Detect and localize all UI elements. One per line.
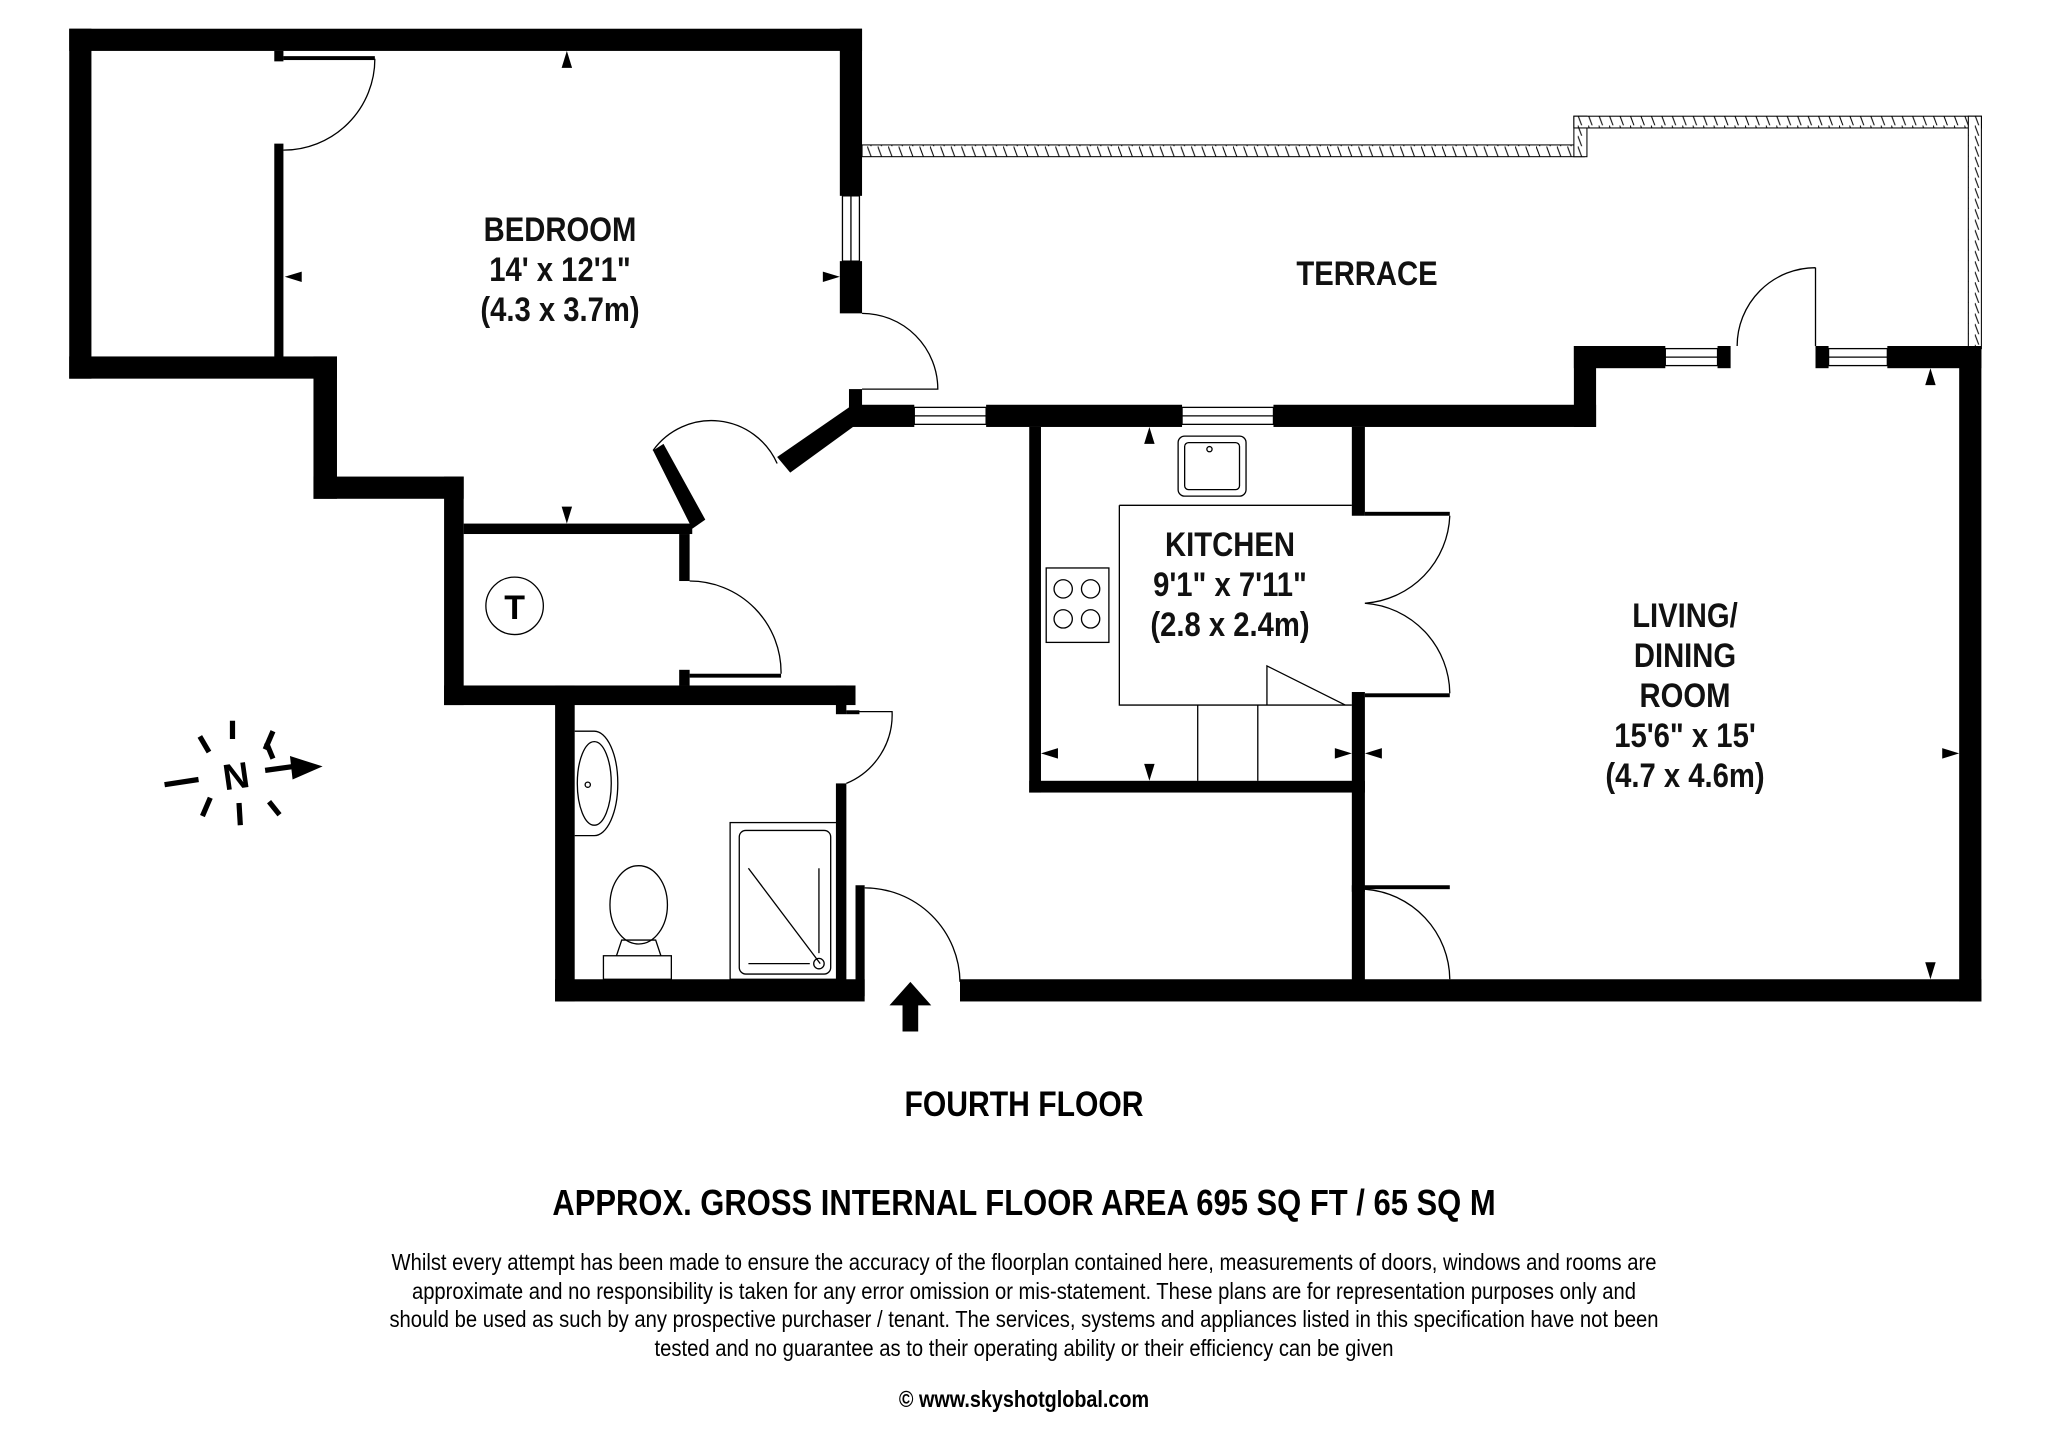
room-label-terrace: TERRACE <box>1255 254 1479 294</box>
room-label-kitchen: KITCHEN 9'1" x 7'11" (2.8 x 2.4m) <box>1118 525 1342 645</box>
room-dimensions-imperial: 9'1" x 7'11" <box>1153 566 1307 605</box>
floor-name: FOURTH FLOOR <box>904 1085 1144 1124</box>
terrace-balustrade <box>861 115 1982 350</box>
room-name-line2: DINING <box>1633 637 1737 676</box>
room-name: KITCHEN <box>1165 526 1295 564</box>
compass-north-icon: N <box>164 720 323 826</box>
room-name: BEDROOM <box>483 211 637 249</box>
svg-text:T: T <box>504 589 525 627</box>
room-name: TERRACE <box>1296 255 1438 293</box>
room-dimensions-imperial: 15'6" x 15' <box>1614 717 1756 756</box>
room-dimensions-metric: (4.7 x 4.6m) <box>1605 757 1765 796</box>
area-summary: APPROX. GROSS INTERNAL FLOOR AREA 695 SQ… <box>552 1182 1496 1223</box>
room-dimensions-metric: (4.3 x 3.7m) <box>480 291 640 330</box>
toilet-icon <box>602 865 672 980</box>
hot-water-tank-icon: T <box>485 576 544 636</box>
room-name-line1: LIVING/ <box>1632 597 1738 635</box>
room-dimensions-imperial: 14' x 12'1" <box>489 251 631 290</box>
walls <box>69 28 1982 1002</box>
copyright-link: © www.skyshotglobal.com <box>898 1386 1150 1412</box>
kitchen-fittings <box>1045 435 1352 781</box>
room-label-bedroom: BEDROOM 14' x 12'1" (4.3 x 3.7m) <box>448 210 672 330</box>
sink-icon <box>1177 435 1247 497</box>
hob-icon <box>1045 567 1110 644</box>
washbasin-icon <box>574 730 619 837</box>
room-dimensions-metric: (2.8 x 2.4m) <box>1150 606 1310 645</box>
entrance-arrow-icon <box>889 981 932 1032</box>
dimension-markers <box>284 50 1960 980</box>
disclaimer-text: Whilst every attempt has been made to en… <box>389 1249 1659 1361</box>
shower-tray-icon <box>729 821 838 980</box>
room-label-living-dining: LIVING/ DINING ROOM 15'6" x 15' (4.7 x 4… <box>1573 596 1797 797</box>
room-name-line3: ROOM <box>1639 677 1731 716</box>
svg-text:N: N <box>220 754 252 798</box>
windows <box>841 195 1888 425</box>
door-swings <box>283 58 1817 982</box>
bathroom-fittings <box>574 730 838 980</box>
